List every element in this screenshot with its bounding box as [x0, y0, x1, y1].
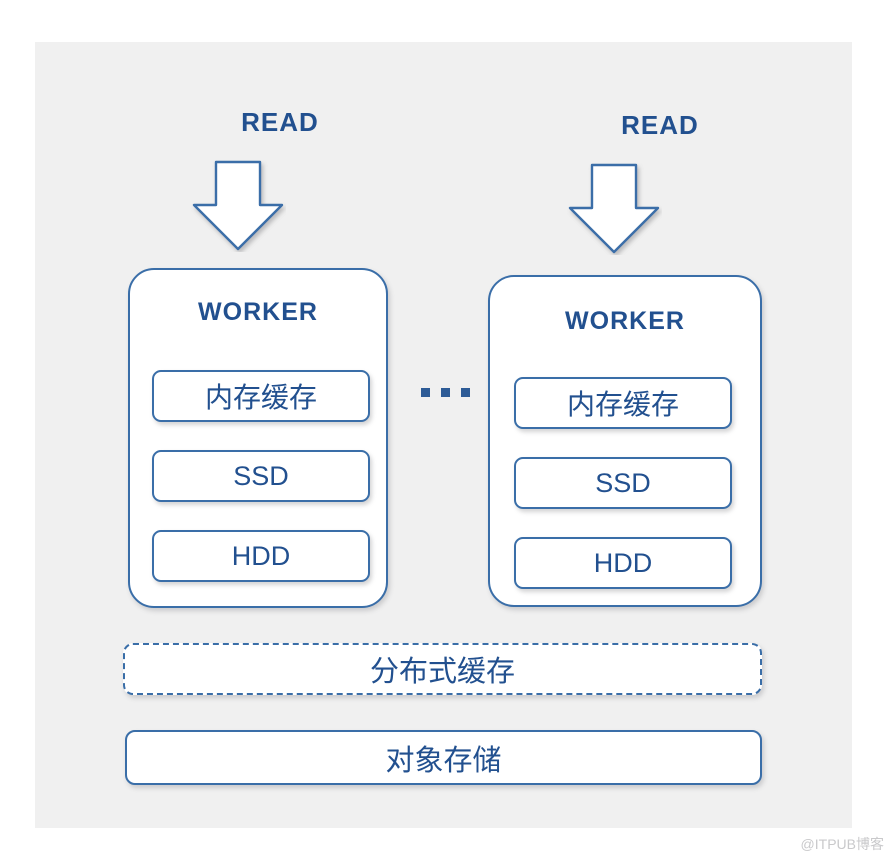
- ellipsis-dot: [461, 388, 470, 397]
- worker-tier-hdd[interactable]: HDD: [152, 530, 370, 582]
- distributed-cache-bar[interactable]: 分布式缓存: [123, 643, 762, 695]
- worker-tier-ssd[interactable]: SSD: [514, 457, 732, 509]
- diagram-panel: READ WORKER 内存缓存 SSD HDD: [35, 42, 852, 828]
- read-label-left: READ: [241, 107, 319, 137]
- worker-tier-label: SSD: [233, 460, 289, 491]
- worker-tier-label: HDD: [593, 547, 653, 578]
- ellipsis-dot: [421, 388, 430, 397]
- distributed-cache-label: 分布式缓存: [369, 654, 515, 688]
- worker-box-2[interactable]: WORKER 内存缓存 SSD HDD: [488, 275, 762, 607]
- worker-title: WORKER: [198, 298, 318, 326]
- worker-tier-memory-cache[interactable]: 内存缓存: [152, 370, 370, 422]
- worker-tier-ssd[interactable]: SSD: [152, 450, 370, 502]
- worker-tier-hdd[interactable]: HDD: [514, 537, 732, 589]
- ellipsis-dot: [441, 388, 450, 397]
- worker-title: WORKER: [565, 307, 685, 335]
- object-storage-bar[interactable]: 对象存储: [125, 730, 762, 785]
- object-storage-label: 对象存储: [385, 742, 502, 777]
- worker-tier-label: 内存缓存: [204, 381, 317, 414]
- down-arrow-icon-right: [566, 163, 662, 255]
- watermark-label: @ITPUB博客: [800, 836, 884, 852]
- ellipsis-indicator: [421, 388, 470, 397]
- worker-tier-label: 内存缓存: [566, 388, 679, 421]
- down-arrow-icon-left: [190, 160, 286, 252]
- read-label-right: READ: [621, 110, 699, 140]
- worker-box-1[interactable]: WORKER 内存缓存 SSD HDD: [128, 268, 388, 608]
- worker-tier-memory-cache[interactable]: 内存缓存: [514, 377, 732, 429]
- worker-tier-label: SSD: [595, 467, 651, 498]
- worker-tier-label: HDD: [231, 540, 291, 571]
